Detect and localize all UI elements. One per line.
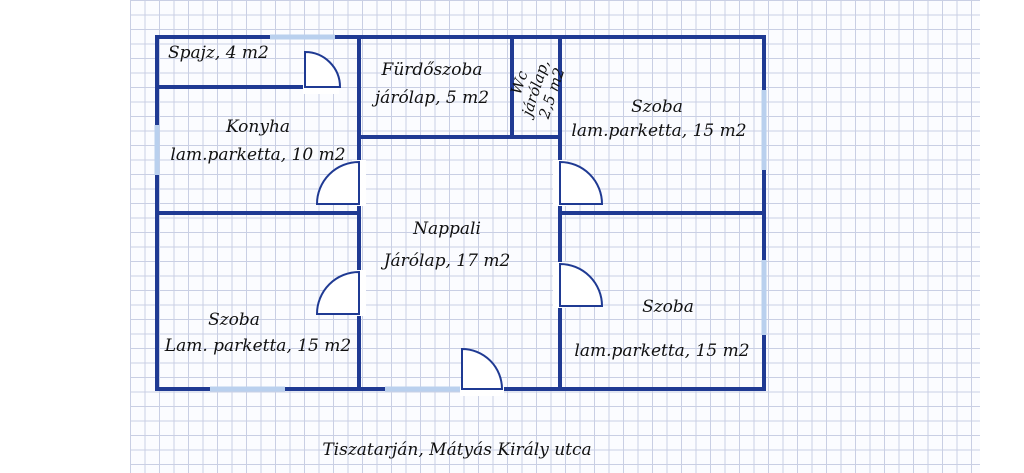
label-furdo-floor: járólap, 5 m2 xyxy=(374,88,490,108)
label-szoba-bl-floor: Lam. parketta, 15 m2 xyxy=(164,336,352,356)
door-entrance xyxy=(461,347,504,390)
label-spajz: Spajz, 4 m2 xyxy=(168,43,269,63)
label-szoba-tr-floor: lam.parketta, 15 m2 xyxy=(571,121,747,141)
door-konyha xyxy=(315,160,360,205)
label-szoba-br-floor: lam.parketta, 15 m2 xyxy=(574,341,750,361)
label-szoba-br-name: Szoba xyxy=(642,297,694,317)
label-nappali-name: Nappali xyxy=(413,219,481,239)
label-konyha-floor: lam.parketta, 10 m2 xyxy=(170,145,346,165)
grid-background xyxy=(130,0,980,473)
door-szoba-tr xyxy=(559,160,604,205)
door-spajz xyxy=(304,50,342,88)
label-szoba-bl-name: Szoba xyxy=(208,310,260,330)
door-szoba-bl xyxy=(315,270,360,315)
address-caption: Tiszatarján, Mátyás Király utca xyxy=(322,440,592,460)
label-konyha-name: Konyha xyxy=(225,117,291,137)
label-furdo-name: Fürdőszoba xyxy=(381,60,483,80)
label-nappali-floor: Járólap, 17 m2 xyxy=(383,251,511,271)
label-szoba-tr-name: Szoba xyxy=(631,97,683,117)
door-szoba-br xyxy=(559,262,604,307)
